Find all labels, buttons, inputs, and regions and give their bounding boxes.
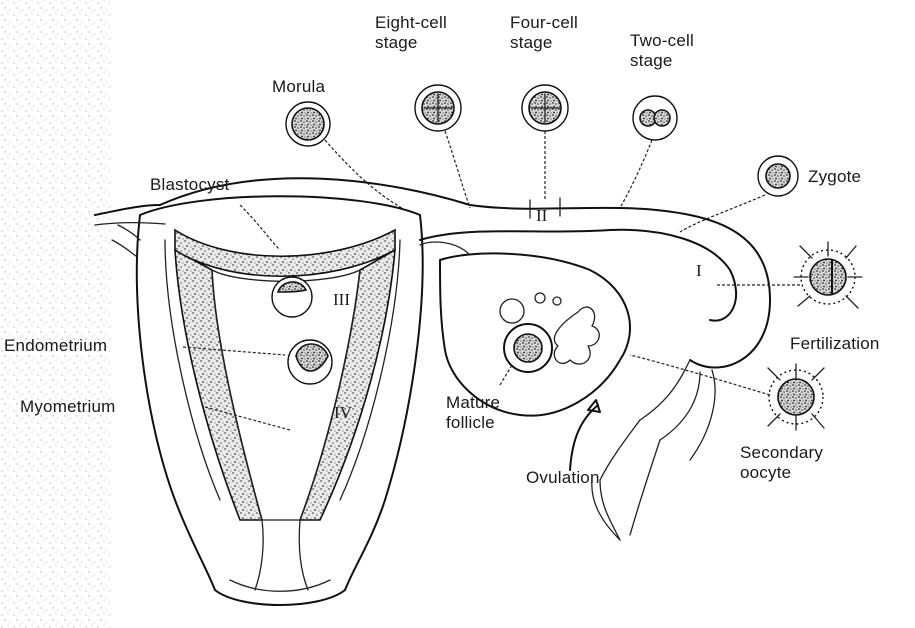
label-stage-II: II: [536, 206, 548, 225]
endometrium-left: [175, 250, 262, 520]
two-cell-stage-cell: [633, 96, 677, 140]
blastocyst-shape: [272, 277, 312, 317]
corpus-luteum: [554, 307, 599, 364]
label-morula: Morula: [272, 77, 326, 96]
label-ovulation: Ovulation: [526, 468, 600, 487]
secondary-oocyte-cell: [768, 364, 824, 430]
label-zygote: Zygote: [808, 167, 861, 186]
label-stage-IV: IV: [334, 403, 353, 422]
scan-noise-margin: [0, 0, 110, 628]
label-myometrium: Myometrium: [20, 397, 116, 416]
leader-zygote: [680, 195, 765, 232]
label-stage-I: I: [696, 261, 702, 280]
label-endometrium: Endometrium: [4, 336, 107, 355]
fertilization-oocyte: [794, 242, 862, 308]
label-blastocyst: Blastocyst: [150, 175, 230, 194]
implanting-embryo: [288, 340, 332, 384]
zygote-cell: [758, 156, 798, 196]
ovary: [420, 242, 630, 416]
leader-mature-follicle: [500, 365, 512, 385]
follicle-tiny: [535, 293, 545, 303]
four-cell-stage-cell: [522, 85, 568, 131]
ovulation-arrow: [570, 405, 598, 470]
leader-blastocyst: [240, 205, 280, 250]
label-stage-III: III: [333, 290, 350, 309]
label-fertilization: Fertilization: [790, 334, 880, 353]
follicle-small: [500, 299, 524, 323]
leader-two-cell: [620, 140, 652, 208]
leader-eight-cell: [445, 131, 470, 208]
morula-cell: [286, 102, 330, 146]
uterus: [112, 196, 423, 605]
follicle-tiny: [553, 297, 561, 305]
eight-cell-stage-cell: [415, 85, 461, 131]
